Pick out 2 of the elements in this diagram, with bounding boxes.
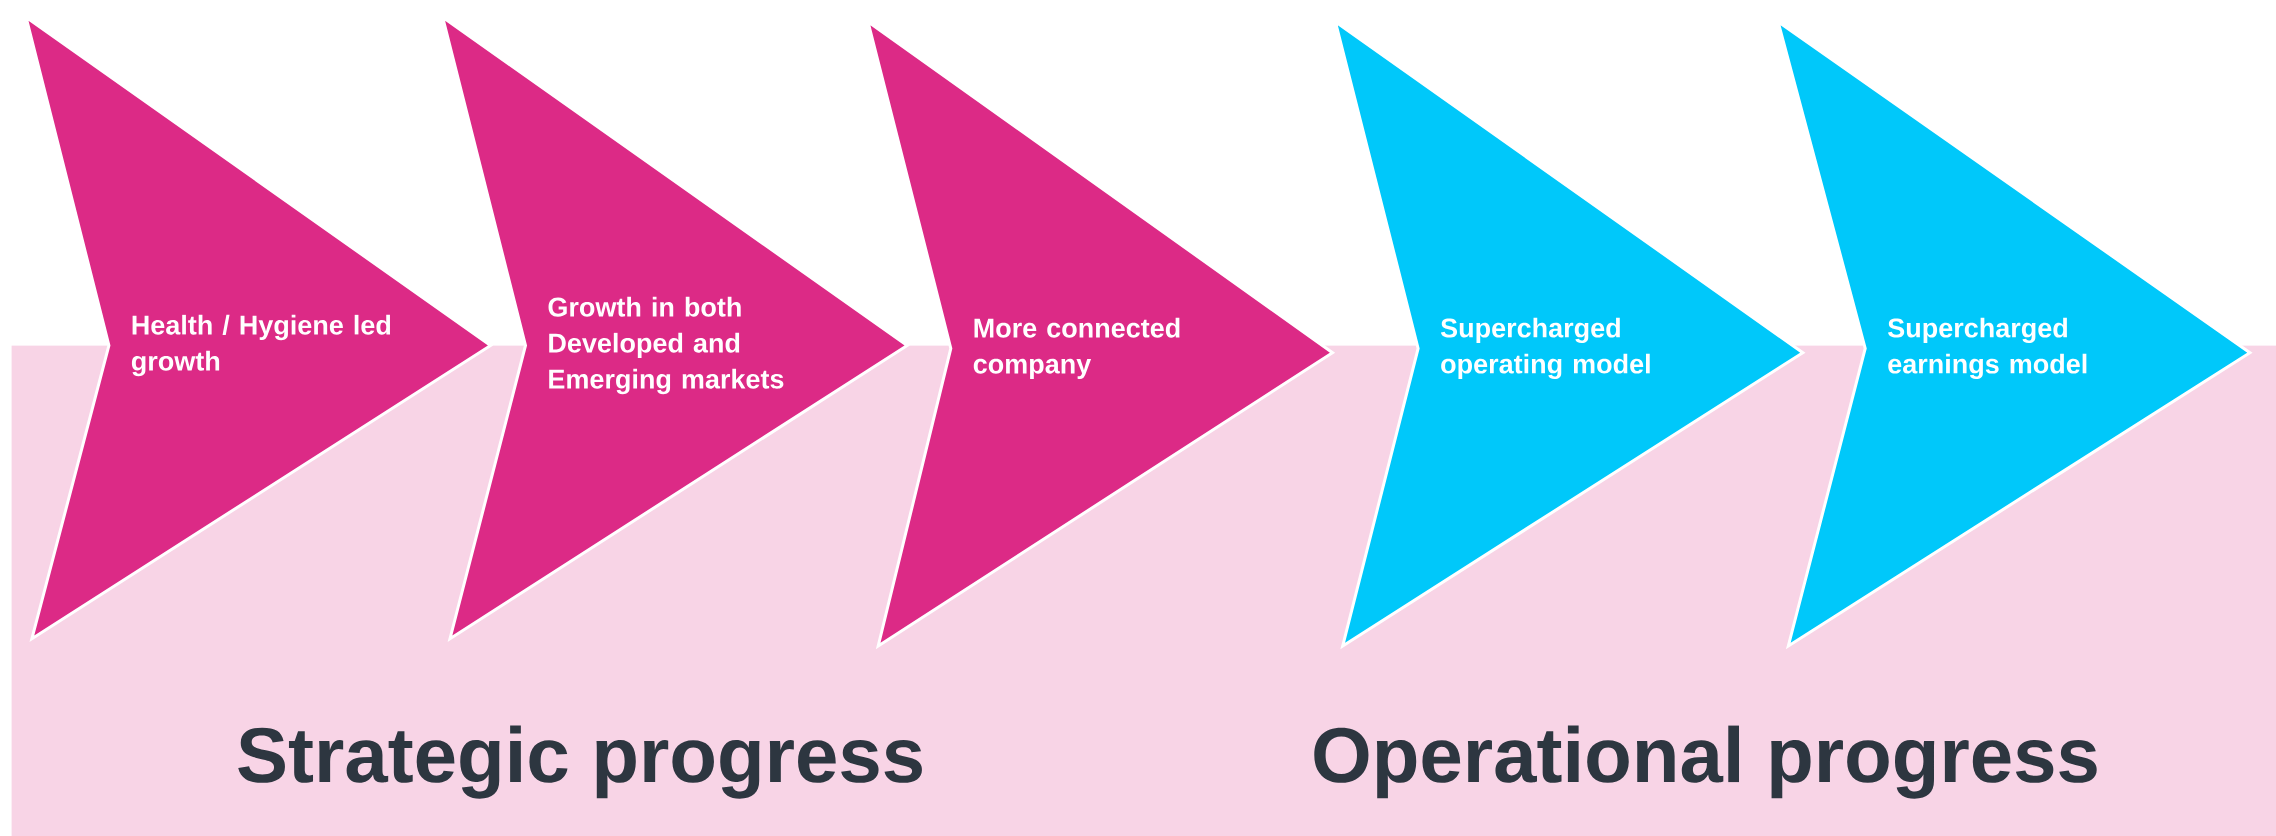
heading: Operational progress	[1314, 725, 2097, 799]
heading: Strategic progress	[238, 725, 922, 799]
